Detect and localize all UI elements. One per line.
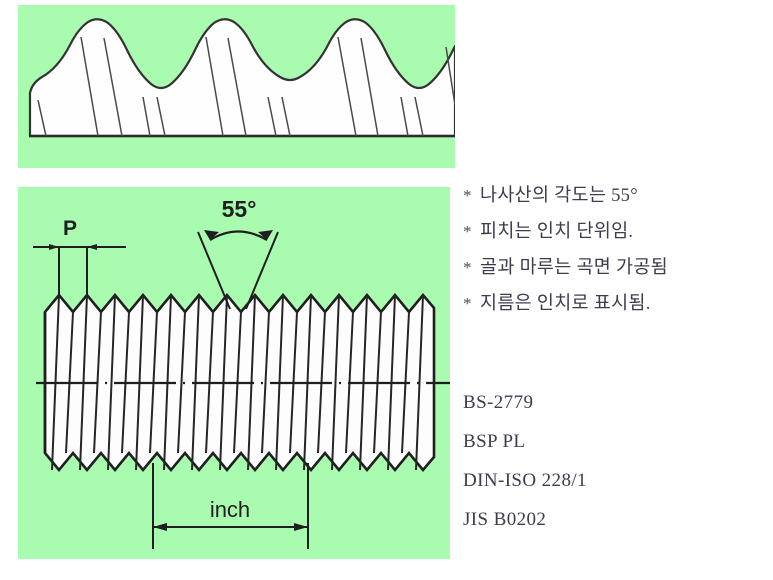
note-text: 피치는 인치 단위임.	[480, 222, 634, 242]
note-item: * 골과 마루는 곡면 가공됨	[463, 250, 769, 286]
thread-profile-drawing	[28, 18, 455, 138]
thread-profile-shape	[28, 18, 455, 138]
note-text: 나사산의 각도는 55°	[480, 186, 638, 206]
pitch-dimension: P	[33, 217, 126, 297]
asterisk-icon: *	[463, 222, 472, 241]
note-item: * 피치는 인치 단위임.	[463, 214, 769, 250]
notes-list: * 나사산의 각도는 55° * 피치는 인치 단위임. * 골과 마루는 곡면…	[463, 178, 769, 322]
standard-item: JIS B0202	[463, 509, 547, 530]
thread-profile-panel	[18, 5, 455, 168]
pitch-label-text: P	[63, 217, 77, 240]
thread-angle-callout: 55°	[197, 196, 279, 310]
thread-dimension-drawing: P 55°	[33, 196, 450, 549]
asterisk-icon: *	[463, 294, 472, 313]
angle-label-text: 55°	[222, 196, 257, 222]
inch-label-text: inch	[210, 497, 250, 522]
note-item: * 나사산의 각도는 55°	[463, 178, 769, 214]
standard-item: BS-2779	[463, 392, 534, 413]
note-text: 지름은 인치로 표시됨.	[480, 294, 651, 314]
note-text: 골과 마루는 곡면 가공됨	[480, 258, 668, 278]
asterisk-icon: *	[463, 258, 472, 277]
note-item: * 지름은 인치로 표시됨.	[463, 286, 769, 322]
standard-item: BSP PL	[463, 431, 526, 452]
thread-dimension-panel: P 55°	[18, 187, 450, 559]
profile-hatch-lines	[37, 36, 455, 137]
standards-list: BS-2779 BSP PL DIN-ISO 228/1 JIS B0202	[463, 383, 769, 539]
asterisk-icon: *	[463, 186, 472, 205]
inch-dimension: inch	[152, 463, 309, 549]
standard-item: DIN-ISO 228/1	[463, 470, 587, 491]
